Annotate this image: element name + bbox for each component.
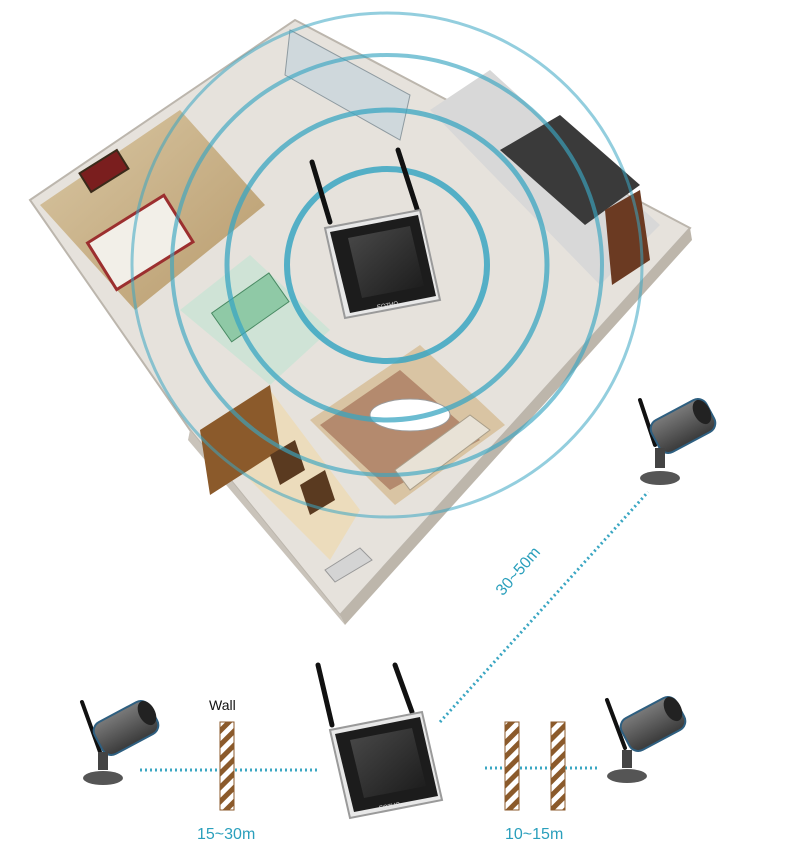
distance-label-left: 15~30m	[197, 826, 256, 843]
camera-mount	[622, 750, 632, 768]
coffee-table	[369, 398, 451, 432]
signal-ring-4	[130, 11, 644, 519]
camera-base	[607, 769, 647, 783]
monitor-screen	[350, 728, 426, 798]
camera-bottom-right	[605, 696, 687, 783]
monitor-brand: EOZHO	[379, 802, 401, 812]
wall-obstacle-right-2	[550, 721, 566, 811]
monitor-screen	[348, 226, 424, 298]
camera-antenna	[638, 398, 657, 447]
signal-ring-2	[224, 107, 550, 423]
balcony-sink	[324, 547, 373, 583]
camera-bottom-left	[80, 700, 160, 785]
camera-lens	[137, 700, 157, 726]
wall-label: Wall	[209, 697, 236, 713]
signal-rings	[130, 11, 644, 519]
dining-chair	[270, 440, 305, 485]
wall-obstacle-left	[219, 721, 235, 811]
camera-base	[83, 771, 123, 785]
nvr-monitor-center: EOZHO	[309, 147, 442, 320]
monitor-antenna-right	[395, 147, 421, 215]
camera-mount	[655, 448, 665, 468]
camera-base	[640, 471, 680, 485]
range-line-diagonal	[438, 490, 650, 724]
kids-bed	[210, 272, 290, 343]
monitor-antenna-left	[309, 159, 333, 225]
distance-label-right: 10~15m	[505, 826, 564, 843]
wardrobe	[200, 385, 280, 495]
camera-mount	[98, 752, 108, 770]
camera-antenna	[80, 700, 102, 754]
camera-body	[649, 398, 717, 454]
monitor-antenna-left	[315, 662, 335, 728]
floor-slab-edge-right	[340, 228, 692, 625]
bedroom-artwork	[78, 148, 130, 194]
camera-antenna	[605, 698, 627, 750]
kitchen-door	[605, 190, 650, 285]
signal-ring-3	[170, 53, 604, 477]
camera-lens	[663, 696, 683, 722]
kitchen-counter	[500, 115, 640, 225]
monitor-antenna-right	[392, 662, 415, 715]
camera-lens	[692, 399, 712, 425]
nvr-monitor-bottom: EOZHO	[315, 662, 444, 820]
wall-obstacle-right-1	[504, 721, 520, 811]
camera-top-right	[638, 398, 717, 485]
signal-ring-1	[284, 166, 490, 364]
monitor-brand: EOZHO	[377, 301, 399, 311]
